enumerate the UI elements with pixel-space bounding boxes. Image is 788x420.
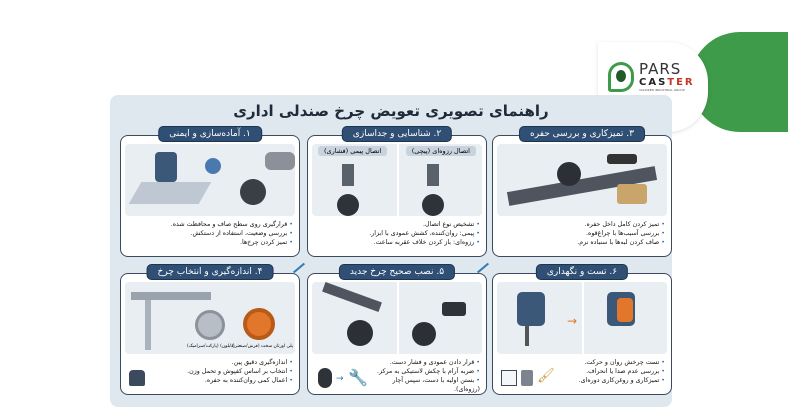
step-bullets: اندازه‌گیری دقیق پین.انتخاب بر اساس کفپو…: [151, 358, 293, 385]
brush-icon: 🖌: [537, 368, 555, 384]
step-4-illustration: پلی اورتان سخت (فرش/صنعتی) (نایلون) (پار…: [125, 282, 295, 354]
step-title: ۴. اندازه‌گیری و انتخاب چرخ: [146, 264, 274, 280]
threaded-label: اتصال رزوه‌ای (پیچی): [405, 146, 476, 156]
step-bullets: تشخیص نوع اتصال.پیمی: روان‌کننده، کشش عم…: [314, 220, 480, 247]
arrow-right-icon: →: [336, 374, 344, 384]
step-title: ۱. آماده‌سازی و ایمنی: [158, 126, 262, 142]
step-bullets: قرار دادن عمودی و فشار دست.ضربه آرام با …: [368, 358, 480, 394]
brand-tagline: VALIDKEN INDUSTRIAL GROUP: [639, 88, 685, 92]
page-title: راهنمای تصویری تعویض چرخ صندلی اداری: [233, 102, 549, 120]
weight-icon: [129, 370, 145, 386]
caster-label: (نایلون) (پارکت/سرامیک): [187, 344, 235, 349]
step-2-illustration: اتصال رزوه‌ای (پیچی) اتصال پیمی (فشاری): [312, 144, 482, 216]
oil-can-icon: [521, 370, 533, 386]
panel-step-3: ۳. تمیزکاری و بررسی حفره تمیز کردن کامل …: [492, 126, 672, 257]
brand-dot: [728, 74, 744, 90]
caster-icon: [318, 368, 332, 388]
step-bullets: تست چرخش روان و حرکت.بررسی عدم صدا یا ان…: [555, 358, 665, 385]
step-title: ۳. تمیزکاری و بررسی حفره: [519, 126, 645, 142]
logo-icon: [608, 62, 634, 92]
step-title: ۲. شناسایی و جداسازی: [341, 126, 453, 142]
calendar-icon: [501, 370, 517, 386]
brand-subname: CASTER: [639, 77, 695, 88]
panel-step-6: ۶. تست و نگهداری → 🖌 تست چرخش روان و حرک…: [492, 264, 672, 395]
press-fit-label: اتصال پیمی (فشاری): [318, 146, 388, 156]
step-bullets: تمیز کردن کامل داخل حفره.بررسی آسیب‌ها ب…: [499, 220, 665, 247]
infographic: راهنمای تصویری تعویض چرخ صندلی اداری ۱. …: [110, 95, 672, 407]
panel-step-2: ۲. شناسایی و جداسازی اتصال رزوه‌ای (پیچی…: [307, 126, 487, 257]
check-icon: [205, 158, 221, 174]
wrench-icon: 🔧: [348, 368, 368, 387]
step-title: ۶. تست و نگهداری: [535, 264, 629, 280]
panel-step-5: ۵. نصب صحیح چرخ جدید → 🔧 قرار دادن عمودی…: [307, 264, 487, 395]
step-3-illustration: [497, 144, 667, 216]
step-6-illustration: →: [497, 282, 667, 354]
arrow-icon: [292, 262, 306, 274]
brand-name: PARS: [639, 60, 682, 78]
step-title: ۵. نصب صحیح چرخ جدید: [338, 264, 456, 280]
caster-label: پلی اورتان سخت (فرش/صنعتی): [231, 344, 293, 349]
panel-step-4: ۴. اندازه‌گیری و انتخاب چرخ پلی اورتان س…: [120, 264, 300, 395]
panel-step-1: ۱. آماده‌سازی و ایمنی قرارگیری روی سطح ص…: [120, 126, 300, 257]
step-1-illustration: [125, 144, 295, 216]
step-5-illustration: [312, 282, 482, 354]
step-bullets: قرارگیری روی سطح صاف و محافظت شده.بررسی …: [127, 220, 293, 247]
arrow-icon: [476, 262, 490, 274]
